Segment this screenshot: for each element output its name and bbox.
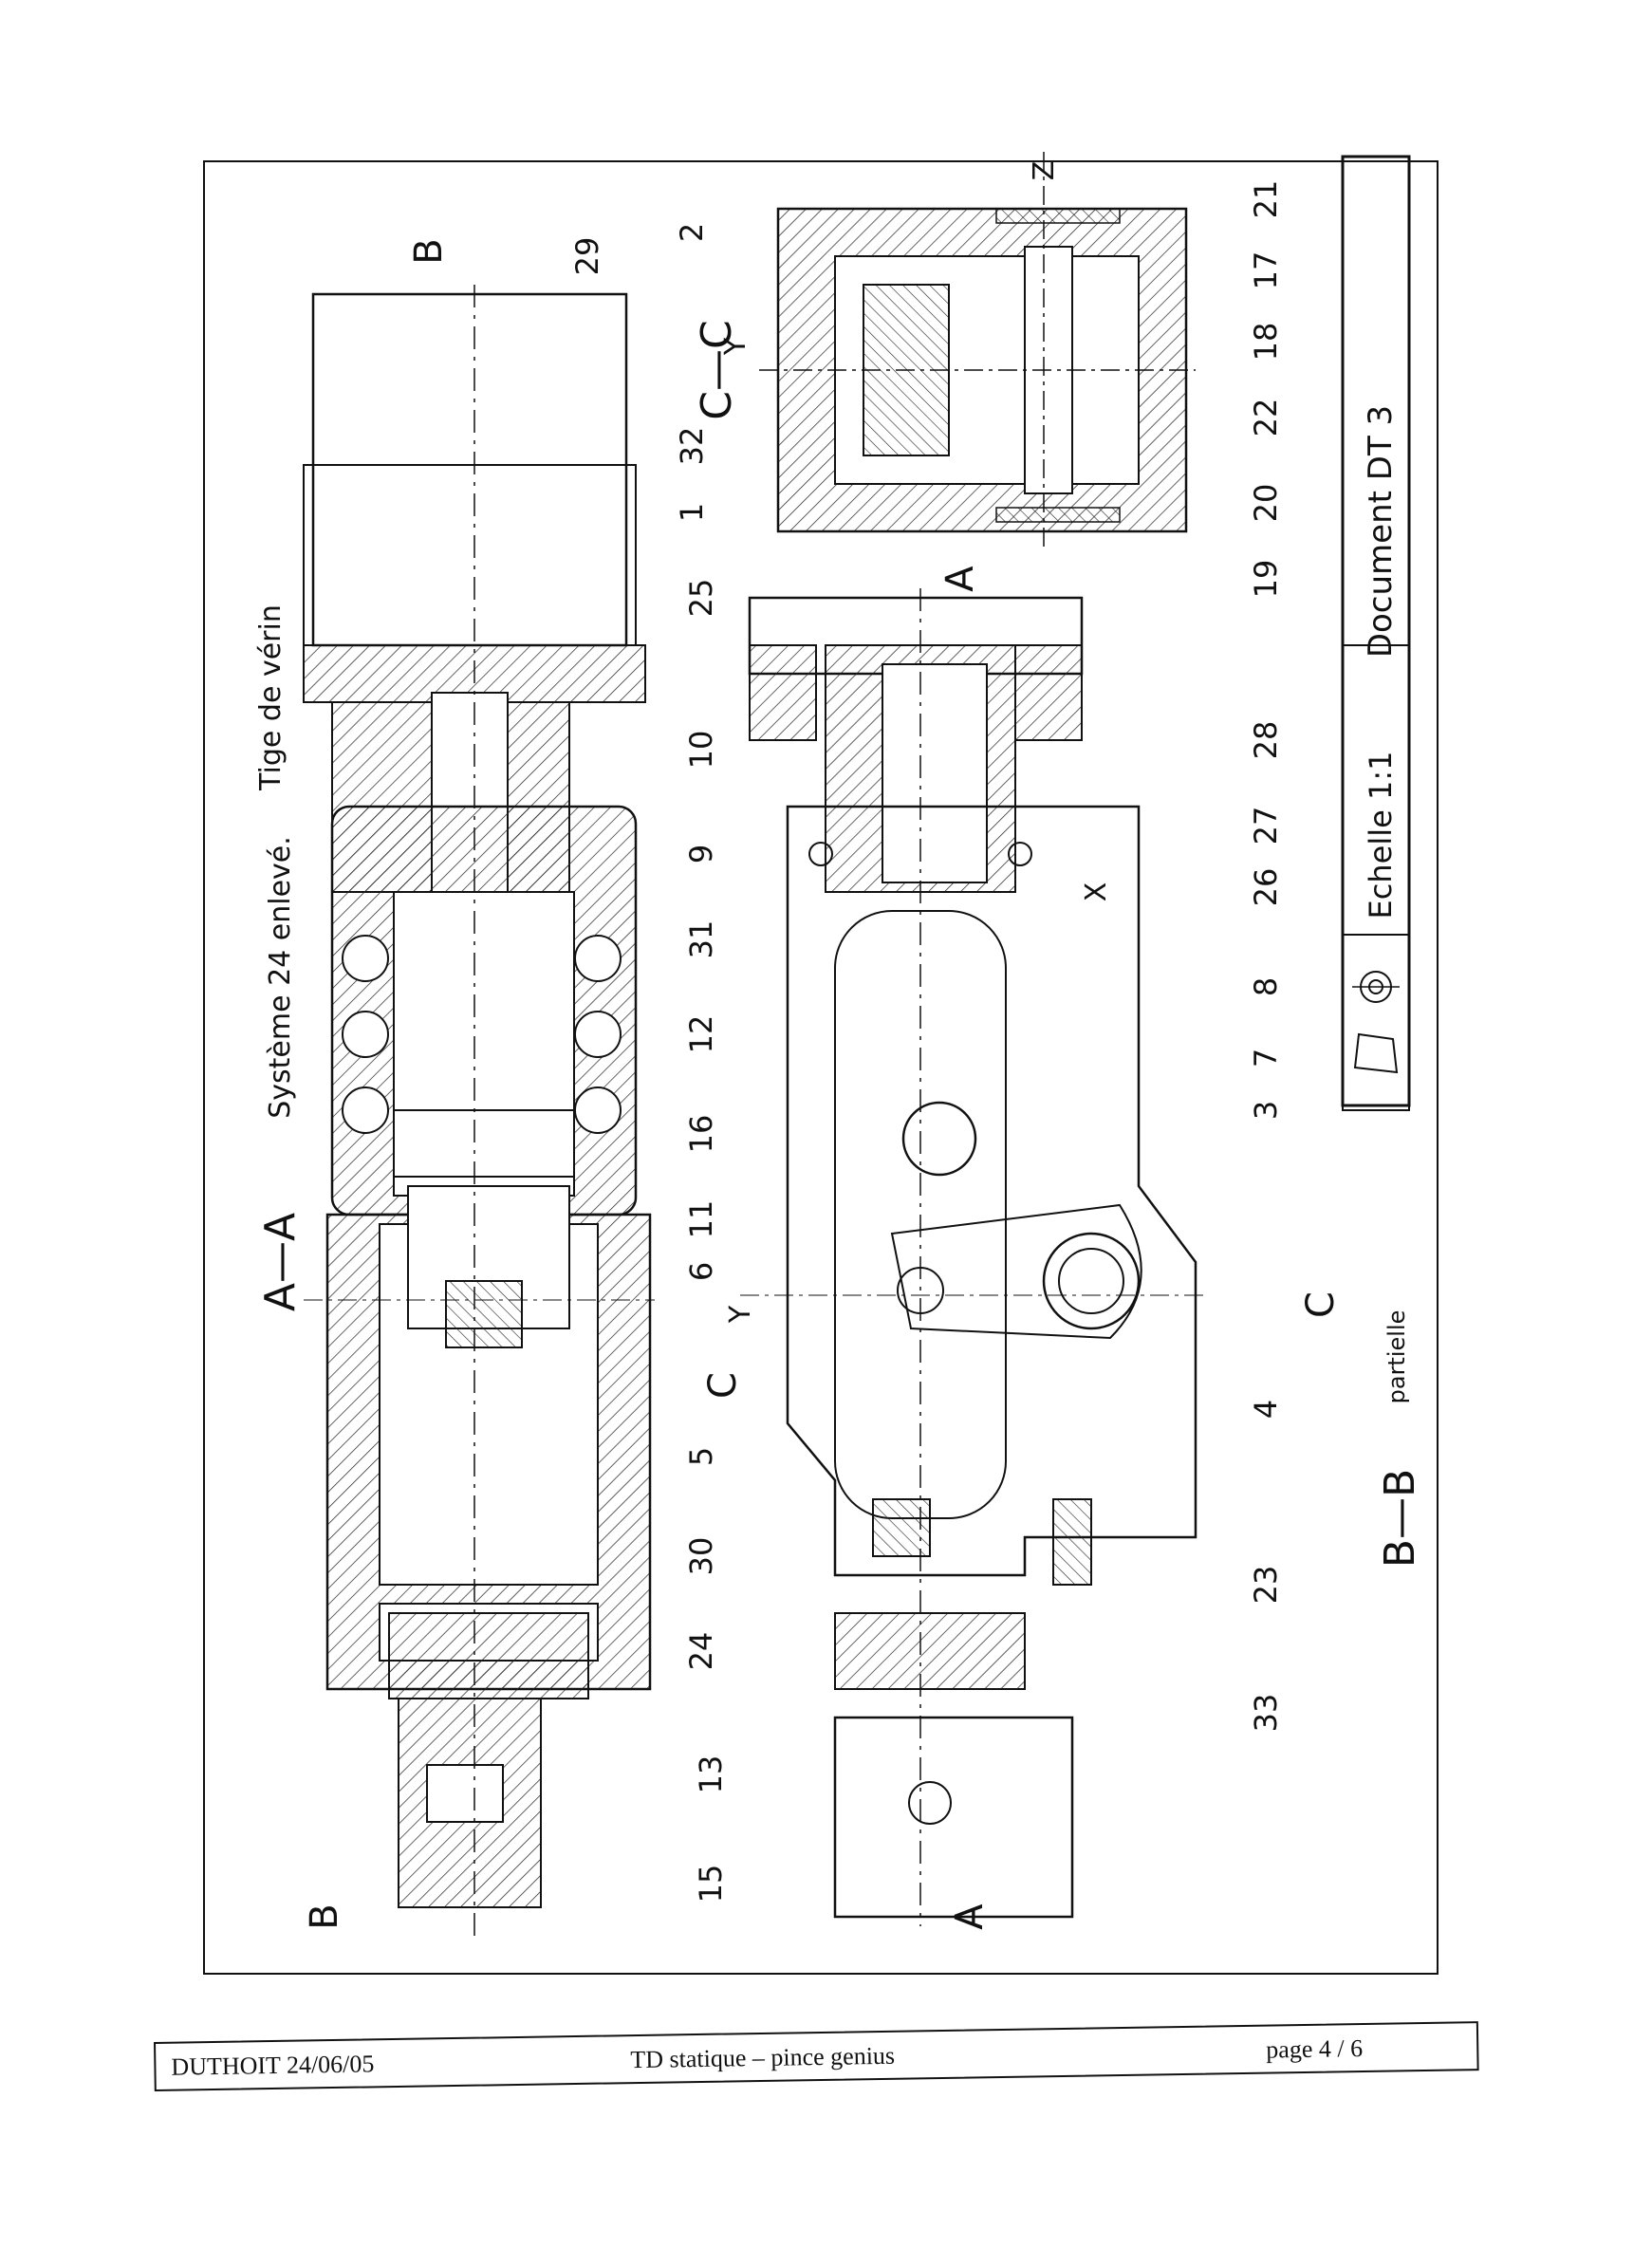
part-20: 20 xyxy=(1248,484,1284,523)
section-aa-label: A—A xyxy=(256,1213,305,1311)
part-21: 21 xyxy=(1248,180,1284,219)
section-cc-view xyxy=(759,152,1196,550)
part-29: 29 xyxy=(569,237,605,276)
part-8: 8 xyxy=(1248,977,1284,996)
part-26: 26 xyxy=(1248,868,1284,907)
part-6: 6 xyxy=(683,1262,719,1281)
part-22: 22 xyxy=(1248,399,1284,437)
footer-author-date: DUTHOIT 24/06/05 xyxy=(171,2050,375,2081)
part-5: 5 xyxy=(683,1447,719,1466)
scale-label: Echelle 1:1 xyxy=(1363,752,1399,919)
section-cc-label: C—C xyxy=(693,320,741,419)
section-aa-view xyxy=(303,285,655,1936)
part-19: 19 xyxy=(1248,560,1284,599)
part-23: 23 xyxy=(1248,1566,1284,1605)
part-4: 4 xyxy=(1248,1400,1284,1419)
lever-4 xyxy=(890,1203,1142,1340)
cut-b-top: B xyxy=(407,238,451,264)
cut-a-top: A xyxy=(938,566,982,592)
part-33: 33 xyxy=(1248,1694,1284,1733)
part-32: 32 xyxy=(674,427,710,466)
tige-label: Tige de vérin xyxy=(254,604,288,791)
title-block: Document DT 3 Echelle 1:1 xyxy=(1341,155,1411,1111)
part-numbers: 29 25 10 9 31 12 16 11 6 5 30 24 13 15 2… xyxy=(569,180,1284,1903)
part-13: 13 xyxy=(693,1755,729,1794)
part-2: 2 xyxy=(674,223,710,242)
cylinder-body-29 xyxy=(311,292,628,647)
footer-subject: TD statique – pince genius xyxy=(630,2041,896,2074)
cut-a-bottom: A xyxy=(948,1903,992,1930)
part-27: 27 xyxy=(1248,807,1284,845)
axis-x-label: X xyxy=(1080,882,1113,902)
part-12: 12 xyxy=(683,1015,719,1054)
axis-z-label: Z xyxy=(1028,161,1061,181)
part-30: 30 xyxy=(683,1537,719,1576)
axis-y-label-cc: Y xyxy=(719,337,752,356)
jaw-33 xyxy=(833,1716,1074,1919)
part-24: 24 xyxy=(683,1632,719,1671)
section-bb-label: B—B xyxy=(1376,1469,1424,1568)
part-18: 18 xyxy=(1248,323,1284,362)
part-28: 28 xyxy=(1248,721,1284,760)
part-7: 7 xyxy=(1248,1049,1284,1068)
part-9: 9 xyxy=(683,845,719,864)
part-10: 10 xyxy=(683,731,719,770)
part-17: 17 xyxy=(1248,251,1284,290)
document-title: Document DT 3 xyxy=(1362,405,1400,658)
projection-symbol-icon xyxy=(1352,971,1400,1074)
part-3: 3 xyxy=(1248,1101,1284,1120)
part-11: 11 xyxy=(683,1200,719,1239)
cut-b-bottom: B xyxy=(303,1903,346,1929)
drawing-frame xyxy=(203,160,1439,1975)
cut-c-right: C xyxy=(1299,1291,1343,1318)
section-aa-note: Système 24 enlevé. xyxy=(264,836,297,1119)
part-16: 16 xyxy=(683,1115,719,1154)
axis-y-label: Y xyxy=(724,1305,757,1324)
footer-page: page 4 / 6 xyxy=(1266,2033,1364,2064)
part-1: 1 xyxy=(674,503,710,522)
part-31: 31 xyxy=(683,920,719,959)
cut-c-left: C xyxy=(701,1372,745,1399)
frame-bb xyxy=(786,805,1197,1577)
part-15: 15 xyxy=(693,1865,729,1903)
section-bb-note: partielle xyxy=(1383,1310,1410,1404)
section-bb-view xyxy=(740,588,1205,1926)
part-25: 25 xyxy=(683,579,719,618)
